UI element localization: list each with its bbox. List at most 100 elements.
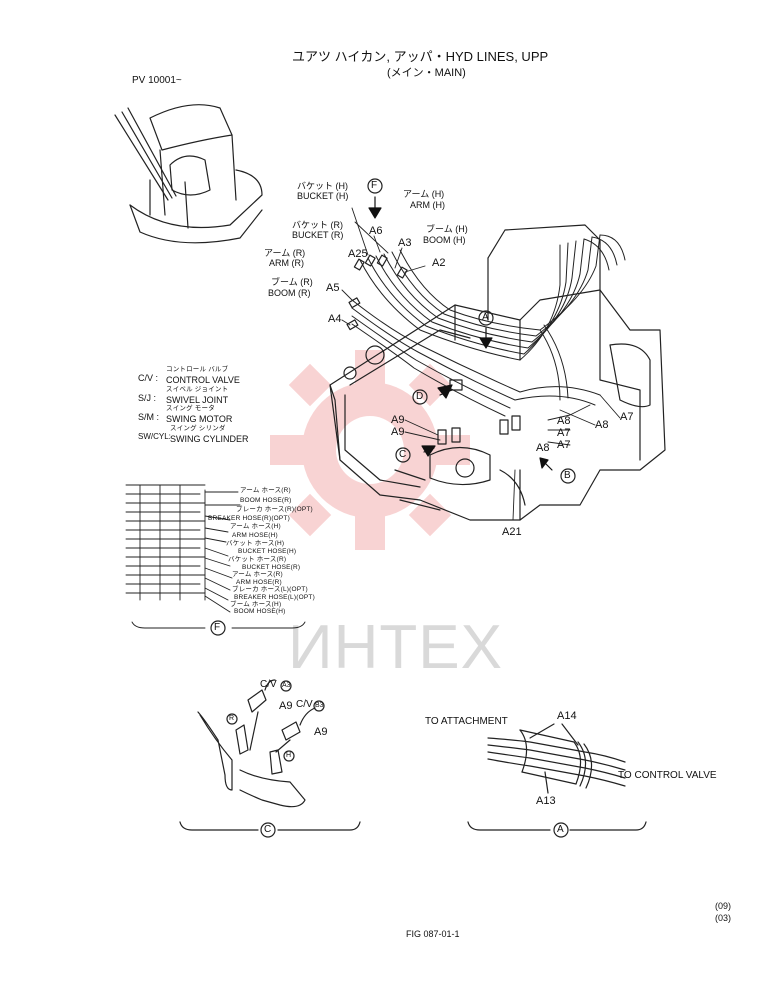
view-b-marker bbox=[560, 468, 576, 484]
cab-thumbnail bbox=[114, 104, 263, 244]
hose-label: BOOM HOSE(R) bbox=[240, 497, 292, 504]
detail-c-tag-r: R bbox=[229, 715, 235, 722]
label-a21: A21 bbox=[502, 526, 522, 538]
detail-c-cv-b3: C/V bbox=[296, 699, 313, 710]
detail-a-caption-circle bbox=[553, 822, 569, 838]
view-c-marker bbox=[395, 447, 411, 463]
label-a2: A2 bbox=[432, 257, 446, 269]
watermark-text: ИНТЕХ bbox=[288, 613, 503, 682]
label-a7-2: A7 bbox=[557, 439, 571, 451]
detail-c-a3-tag: A3 bbox=[282, 682, 291, 689]
view-b-letter: B bbox=[564, 470, 571, 481]
detail-a-caption: A bbox=[557, 824, 564, 835]
leader-lines bbox=[341, 207, 621, 521]
abbr-cv-jp: コントロール バルブ bbox=[166, 366, 229, 373]
arm-h-en: ARM (H) bbox=[410, 200, 445, 210]
view-d-letter: D bbox=[416, 391, 424, 402]
fittings bbox=[346, 254, 521, 445]
label-a8-2: A8 bbox=[536, 442, 550, 454]
cv-b3-tag-circle bbox=[313, 700, 325, 712]
view-f-caption-circle bbox=[210, 620, 226, 636]
hose-label: ARM HOSE(R) bbox=[236, 579, 282, 586]
bucket-r-jp: バケット (R) bbox=[292, 220, 343, 230]
hose-label: ブレーカ ホース(R)(OPT) bbox=[236, 506, 313, 513]
detail-a-a13: A13 bbox=[536, 795, 556, 807]
detail-a-a14: A14 bbox=[557, 710, 577, 722]
cv-a3-tag-circle bbox=[280, 680, 292, 692]
abbr-sj: S/J : bbox=[138, 393, 157, 403]
view-f-caption: F bbox=[214, 622, 221, 633]
detail-c-caption: C bbox=[264, 824, 272, 835]
hose-label: バケット ホース(H) bbox=[226, 540, 285, 547]
revision-1: (09) bbox=[715, 901, 732, 911]
view-arrows bbox=[368, 196, 553, 471]
abbr-swcyl-en: SWING CYLINDER bbox=[170, 434, 249, 444]
page-title: ユアツ ハイカン, アッパ・HYD LINES, UPP bbox=[292, 49, 549, 64]
boom-r-jp: ブーム (R) bbox=[271, 277, 313, 287]
hose-label: ブレーカ ホース(L)(OPT) bbox=[232, 586, 308, 593]
label-a4: A4 bbox=[328, 313, 342, 325]
arm-r-jp: アーム (R) bbox=[264, 248, 306, 258]
hose-label: BUCKET HOSE(R) bbox=[242, 564, 301, 571]
abbr-cv: C/V : bbox=[138, 373, 159, 383]
abbr-cv-en: CONTROL VALVE bbox=[166, 375, 240, 385]
hose-label: BUCKET HOSE(H) bbox=[238, 548, 297, 555]
label-a9-1: A9 bbox=[391, 414, 405, 426]
label-a8-1: A8 bbox=[557, 415, 571, 427]
hose-label: BOOM HOSE(H) bbox=[234, 608, 286, 615]
boom-h-jp: ブーム (H) bbox=[426, 224, 468, 234]
abbr-sm-jp: スイング モータ bbox=[166, 405, 215, 412]
detail-a-to-attachment: TO ATTACHMENT bbox=[425, 716, 508, 727]
abbr-sj-en: SWIVEL JOINT bbox=[166, 395, 229, 405]
revision-2: (03) bbox=[715, 913, 732, 923]
label-a6: A6 bbox=[369, 225, 383, 237]
hose-label: バケット ホース(R) bbox=[228, 556, 287, 563]
hose-label: BREAKER HOSE(L)(OPT) bbox=[234, 594, 315, 601]
label-a7-3: A7 bbox=[620, 411, 634, 423]
detail-a-drawing bbox=[467, 723, 647, 831]
view-d-marker bbox=[412, 389, 428, 405]
abbr-swcyl-jp: スイング シリンダ bbox=[170, 425, 226, 432]
detail-c-a9-1: A9 bbox=[279, 700, 293, 712]
label-a3: A3 bbox=[398, 237, 412, 249]
hose-label: アーム ホース(R) bbox=[240, 487, 291, 494]
boom-h-en: BOOM (H) bbox=[423, 235, 466, 245]
abbr-sm-en: SWING MOTOR bbox=[166, 414, 233, 424]
detail-c-drawing bbox=[179, 679, 361, 831]
hose-bundle bbox=[351, 234, 626, 417]
label-a5: A5 bbox=[326, 282, 340, 294]
hose-label: ARM HOSE(H) bbox=[232, 532, 278, 539]
upper-frame bbox=[329, 224, 666, 521]
bucket-h-jp: バケット (H) bbox=[297, 181, 348, 191]
detail-a-to-control-valve: TO CONTROL VALVE bbox=[618, 770, 717, 781]
page-subtitle: (メイン・MAIN) bbox=[387, 67, 466, 79]
detail-c-caption-circle bbox=[260, 822, 276, 838]
abbr-sj-jp: スイベル ジョイント bbox=[166, 386, 229, 393]
arm-h-jp: アーム (H) bbox=[403, 189, 445, 199]
hose-label: アーム ホース(R) bbox=[232, 571, 283, 578]
label-a25: A25 bbox=[348, 248, 368, 260]
detail-c-tag-h: H bbox=[286, 752, 292, 759]
hose-label: BREAKER HOSE(R)(OPT) bbox=[208, 515, 291, 522]
detail-c-cv-a3: C/V bbox=[260, 679, 277, 690]
abbr-swcyl: SW/CYL: bbox=[138, 432, 171, 441]
arm-r-en: ARM (R) bbox=[269, 258, 304, 268]
bucket-r-en: BUCKET (R) bbox=[292, 230, 344, 240]
detail-c-a9-2: A9 bbox=[314, 726, 328, 738]
label-a7-1: A7 bbox=[557, 427, 571, 439]
view-f-letter: F bbox=[371, 180, 378, 191]
label-a8-3: A8 bbox=[595, 419, 609, 431]
view-a-letter: A bbox=[482, 312, 489, 323]
abbr-sm: S/M : bbox=[138, 412, 160, 422]
view-f-marker bbox=[367, 178, 383, 194]
detail-c-b3-tag: B3 bbox=[315, 702, 324, 709]
view-c-letter: C bbox=[399, 449, 407, 460]
hose-label: アーム ホース(H) bbox=[230, 523, 281, 530]
figure-number: FIG 087-01-1 bbox=[406, 929, 460, 939]
serial-range: PV 10001~ bbox=[132, 75, 182, 86]
bucket-h-en: BUCKET (H) bbox=[297, 191, 349, 201]
hose-label: ブーム ホース(H) bbox=[230, 601, 282, 608]
label-a9-2: A9 bbox=[391, 426, 405, 438]
